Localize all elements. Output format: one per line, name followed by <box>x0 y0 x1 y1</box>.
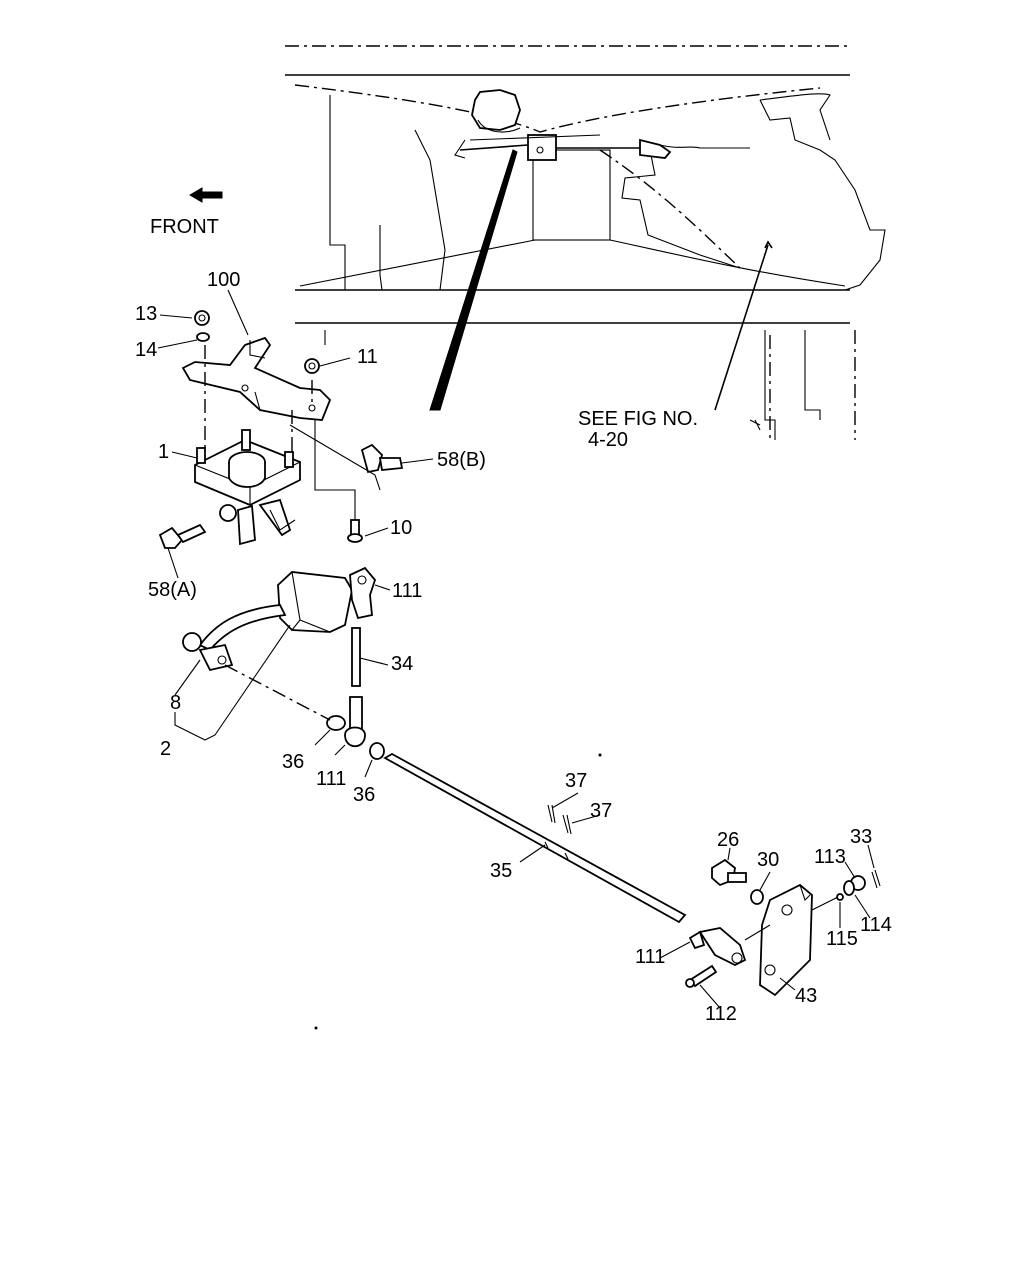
cotter-pin-37a <box>547 804 556 824</box>
callout-26: 26 <box>717 829 739 851</box>
cotter-pin-37b <box>562 814 572 835</box>
upper-shift-linkage <box>454 89 750 161</box>
bracket-100 <box>181 336 332 421</box>
fitting-58b <box>360 443 404 474</box>
joint-111-lower <box>688 927 747 967</box>
callout-114: 114 <box>860 914 892 936</box>
callout-112: 112 <box>705 1003 737 1025</box>
washer-14 <box>196 332 210 342</box>
washer-36a <box>326 715 346 731</box>
callout-14: 14 <box>135 339 157 361</box>
shift-lever-2 <box>182 571 353 652</box>
callout-35: 35 <box>490 860 512 882</box>
shift-cable-shaft <box>429 149 518 411</box>
front-label: FRONT <box>150 216 219 238</box>
joint-111-middle <box>344 696 366 748</box>
nut-13 <box>194 310 210 326</box>
callout-111-middle: 111 <box>316 768 346 790</box>
callout-58b: 58(B) <box>437 449 486 471</box>
callout-13: 13 <box>135 303 157 325</box>
reference-leader <box>714 244 769 411</box>
rod-34 <box>351 627 361 687</box>
callout-115: 115 <box>826 928 858 950</box>
callout-8: 8 <box>170 692 181 714</box>
callout-33: 33 <box>850 826 872 848</box>
callout-36-right: 36 <box>353 784 375 806</box>
leader-lines <box>157 289 875 1009</box>
pin-33 <box>871 869 881 889</box>
callout-111-upper: 111 <box>392 580 422 602</box>
front-arrow-icon <box>189 187 223 203</box>
callout-113: 113 <box>814 846 846 868</box>
callout-100: 100 <box>207 269 240 291</box>
reference-line-1: SEE FIG NO. <box>578 408 698 430</box>
callout-36-left: 36 <box>282 751 304 773</box>
callout-34: 34 <box>391 653 413 675</box>
chassis-frame <box>285 45 886 440</box>
callout-2: 2 <box>160 738 171 760</box>
washer-30 <box>750 889 764 905</box>
bolt-112 <box>685 964 718 988</box>
callout-43: 43 <box>795 985 817 1007</box>
callout-10: 10 <box>390 517 412 539</box>
bolt-10 <box>347 519 363 543</box>
joint-8 <box>198 643 234 672</box>
callout-11: 11 <box>357 346 378 368</box>
callout-58a: 58(A) <box>148 579 197 601</box>
callout-37-lower: 37 <box>590 800 612 822</box>
nut-11 <box>304 358 320 374</box>
bolt-26 <box>711 858 747 887</box>
joint-111-upper <box>349 566 377 620</box>
callout-30: 30 <box>757 849 779 871</box>
callout-37-upper: 37 <box>565 770 587 792</box>
rod-35 <box>383 752 687 924</box>
bracket-43 <box>759 883 813 997</box>
washer-114 <box>843 880 855 896</box>
washer-36b <box>369 742 385 760</box>
valve-1 <box>194 429 301 546</box>
callout-111-lower: 111 <box>635 946 665 968</box>
fitting-58a <box>158 523 207 549</box>
callout-1: 1 <box>158 441 169 463</box>
reference-line-2: 4-20 <box>588 429 628 451</box>
